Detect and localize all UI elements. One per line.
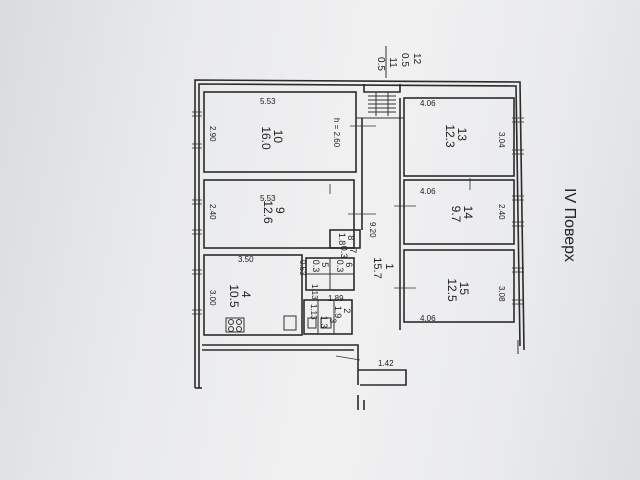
dim-113: 1.13 [310, 284, 319, 300]
room-15-area: 12.5 [445, 278, 459, 302]
dim-room-13-depth: 3.04 [497, 132, 506, 148]
room-9-number: 9 [273, 207, 287, 214]
room-6-number: 6 [344, 262, 354, 267]
svg-text:4 10.5: 4 10.5 [227, 284, 253, 308]
dim-room-15-width: 4.06 [420, 314, 436, 323]
room-1-number: 1 [383, 263, 395, 269]
dimension-labels: 5.53 5.53 3.50 4.06 4.06 4.06 1.89 1.42 … [208, 97, 506, 368]
stair-11-number: 11 [387, 57, 398, 68]
dim-room-10-height: h = 2.60 [332, 118, 341, 148]
room-7-area: 0.3 [339, 246, 349, 259]
room-7-number: 7 [348, 248, 358, 253]
dim-room-10-width: 5.53 [260, 97, 276, 106]
windows-left [192, 111, 202, 315]
room-10 [203, 91, 357, 173]
dim-room-13-width: 4.06 [420, 99, 436, 108]
small-rooms [303, 229, 361, 335]
room-5-number: 5 [320, 262, 330, 267]
room-1-area: 15.7 [371, 257, 383, 278]
svg-text:15 12.5: 15 12.5 [445, 278, 471, 302]
svg-text:2 1.9: 2 1.9 [333, 306, 352, 319]
svg-text:1 15.7: 1 15.7 [371, 257, 395, 278]
room-labels: 10 16.0 9 12.6 13 12.3 14 9.7 15 12.5 1 … [227, 124, 475, 328]
dim-room-14-depth: 2.40 [497, 204, 506, 220]
room-14-number: 14 [461, 206, 475, 220]
stove-icon [225, 317, 245, 333]
room-10-number: 10 [271, 130, 285, 144]
svg-text:8 1.8: 8 1.8 [337, 233, 356, 246]
room-3-area: 1.3 [319, 316, 329, 329]
dim-053: 0.53 [298, 260, 307, 276]
room-5-area: 0.3 [311, 260, 321, 273]
sink-icon [283, 315, 297, 331]
dim-room-9-width: 5.53 [260, 194, 276, 203]
dim-room-4-depth: 3.00 [208, 290, 217, 306]
svg-text:5 0.3: 5 0.3 [311, 260, 330, 273]
room-14-area: 9.7 [449, 206, 463, 223]
svg-text:7 0.3: 7 0.3 [339, 246, 358, 259]
dim-room-10-depth: 2.90 [208, 126, 217, 142]
dim-room-14-width: 4.06 [420, 187, 436, 196]
door-marks [329, 125, 471, 361]
room-3-number: 3 [328, 318, 338, 323]
svg-text:11 0.5: 11 0.5 [375, 57, 398, 71]
dim-room-1-depth: 9.20 [368, 222, 377, 238]
room-6-area: 0.3 [335, 260, 345, 273]
room-14 [403, 179, 515, 245]
dim-room-4-width: 3.50 [238, 255, 254, 264]
room-2-number: 2 [342, 308, 352, 313]
room-15 [403, 249, 515, 323]
room-13-number: 13 [455, 128, 469, 142]
lower-corridor [202, 340, 519, 410]
dim-142: 1.42 [378, 359, 394, 368]
svg-text:3 1.3: 3 1.3 [319, 316, 338, 329]
stair-labels: 12 0.5 11 0.5 [375, 46, 422, 78]
room-13 [403, 97, 515, 177]
svg-text:14 9.7: 14 9.7 [449, 206, 475, 223]
svg-text:12 0.5: 12 0.5 [399, 53, 422, 67]
room-2-area: 1.9 [333, 306, 343, 319]
stair-12-number: 12 [411, 53, 422, 65]
stair-12-area: 0.5 [399, 53, 410, 67]
svg-text:6 0.3: 6 0.3 [335, 260, 354, 273]
room-4 [203, 254, 303, 336]
stair-block [356, 84, 404, 119]
room-10-area: 16.0 [259, 126, 273, 150]
dim-room-15-depth: 3.08 [497, 286, 506, 302]
dim-room-9-depth: 2.40 [208, 204, 217, 220]
room-9-area: 12.6 [261, 200, 275, 224]
svg-text:9 12.6: 9 12.6 [261, 200, 287, 224]
svg-text:13 12.3: 13 12.3 [443, 124, 469, 148]
dim-113b: 1.13 [309, 304, 318, 320]
floor-label: IV Поверх [561, 188, 578, 262]
windows-right [512, 117, 524, 305]
room-4-area: 10.5 [227, 284, 241, 308]
room-13-area: 12.3 [443, 124, 457, 148]
stair-11-area: 0.5 [375, 57, 386, 71]
svg-text:10 16.0: 10 16.0 [259, 126, 285, 150]
dim-189: 1.89 [328, 294, 344, 303]
room-4-number: 4 [239, 291, 253, 298]
room-8-number: 8 [346, 235, 356, 240]
room-8-area: 1.8 [337, 233, 347, 246]
room-15-number: 15 [457, 282, 471, 296]
